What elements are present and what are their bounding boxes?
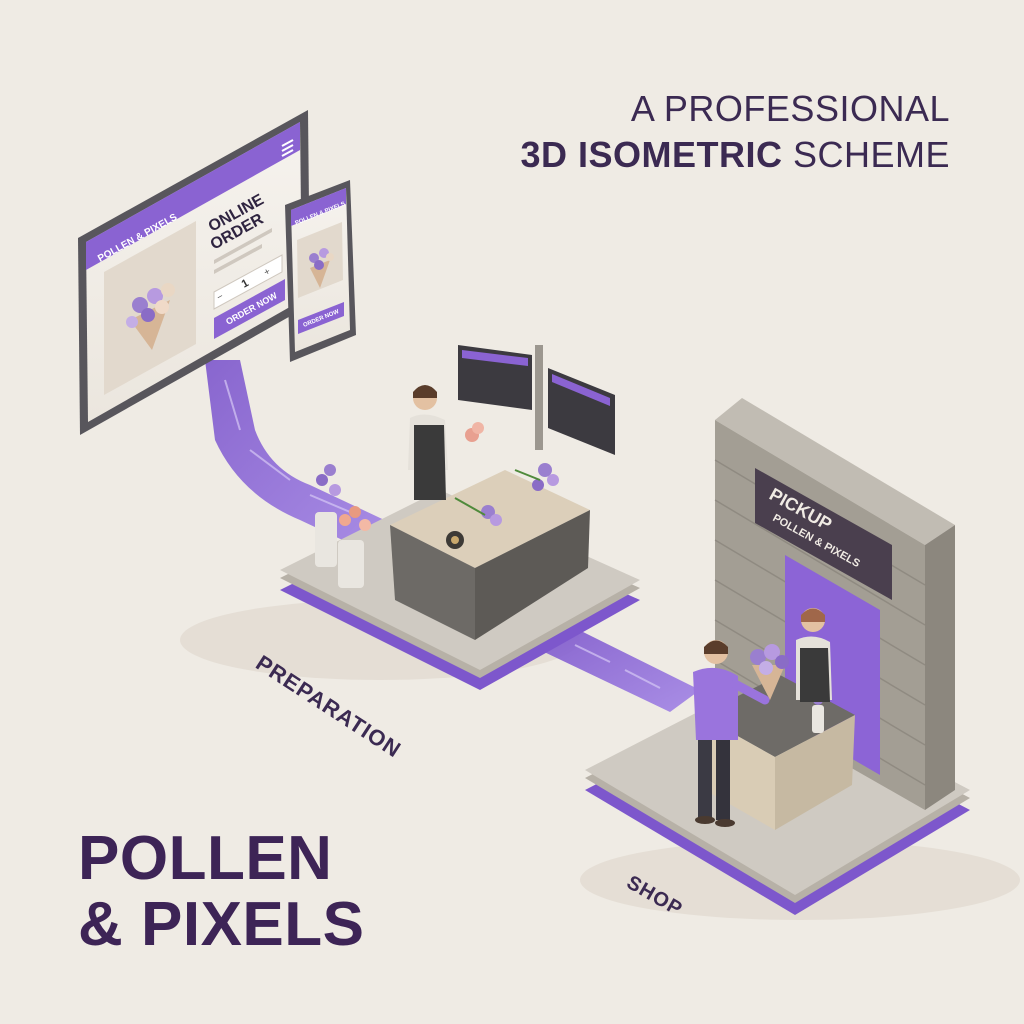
phone-product-image bbox=[297, 222, 343, 298]
phone-bouquet-icon bbox=[309, 248, 334, 288]
pickup-flow-path bbox=[540, 628, 700, 712]
headline-line-1: A PROFESSIONAL bbox=[630, 88, 950, 129]
customer-figure bbox=[693, 640, 770, 827]
brand-title-line-1: POLLEN bbox=[78, 824, 333, 893]
headline-bold: 3D ISOMETRIC bbox=[520, 134, 783, 175]
phone-device: POLLEN & PIXELS ORDER NOW bbox=[285, 180, 356, 362]
florist-figure bbox=[408, 385, 484, 500]
flowers-on-table bbox=[446, 463, 559, 549]
quantity-stepper[interactable]: − 1 + bbox=[213, 254, 283, 310]
hamburger-menu-icon[interactable] bbox=[281, 139, 294, 157]
tablet-device: POLLEN & PIXELS ONLINE ORDER − 1 + ORDER… bbox=[78, 110, 310, 435]
flower-vases bbox=[315, 464, 371, 588]
headline-line-2: 3D ISOMETRIC SCHEME bbox=[520, 134, 950, 176]
quantity-value: 1 bbox=[240, 277, 251, 290]
headline-rest: SCHEME bbox=[782, 134, 950, 175]
bouquet-icon bbox=[126, 283, 175, 350]
order-monitors bbox=[458, 345, 615, 455]
tablet-product-image bbox=[104, 221, 196, 395]
quantity-plus-button[interactable]: + bbox=[262, 266, 273, 279]
bouquet-handoff bbox=[750, 644, 789, 700]
preparation-table bbox=[390, 470, 590, 640]
quantity-minus-button[interactable]: − bbox=[215, 291, 226, 304]
shop-employee-figure bbox=[796, 608, 832, 702]
brand-title-line-2: & PIXELS bbox=[78, 890, 365, 959]
